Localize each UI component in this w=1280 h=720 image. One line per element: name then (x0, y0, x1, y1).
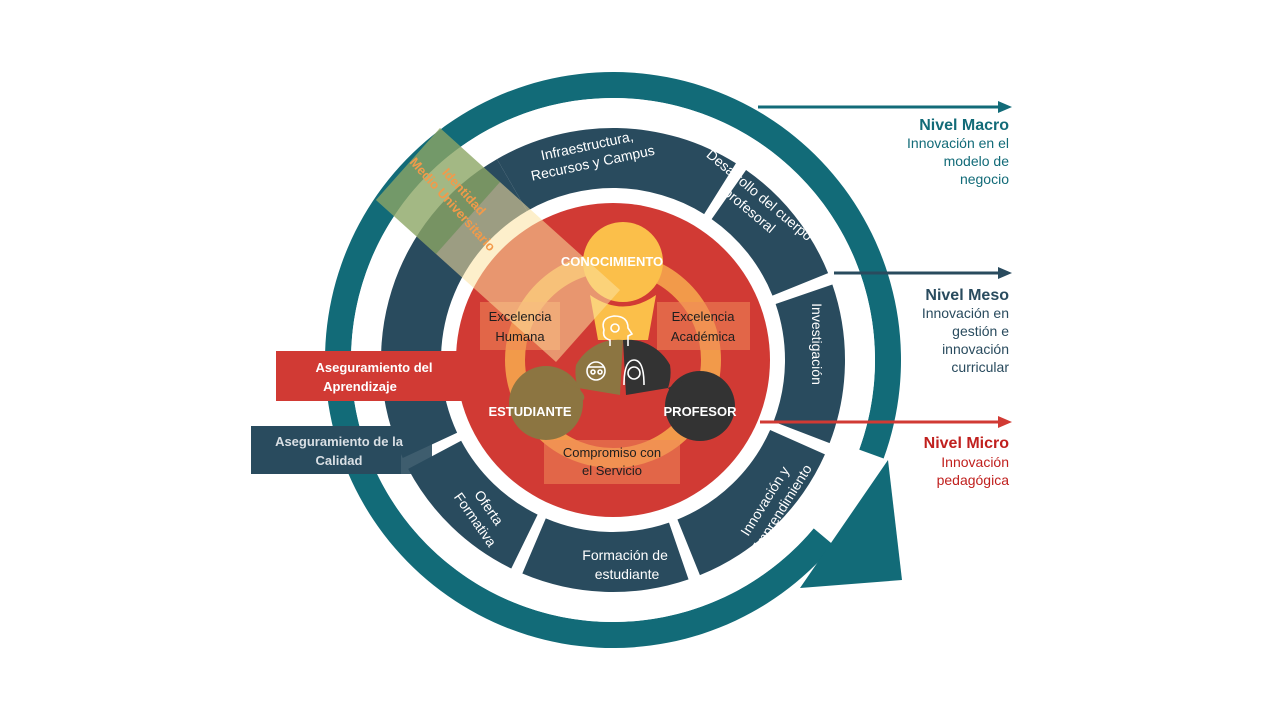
excelencia-academica-line-2: Académica (671, 329, 736, 344)
identidad-band: Identidad Medio Universitario (376, 128, 620, 362)
teacher-icon (623, 359, 645, 386)
nivel-meso-desc-1: Innovación en (922, 305, 1009, 321)
nivel-meso-desc-3: innovación (942, 341, 1009, 357)
seg-innovacion (677, 429, 825, 576)
investigacion-label: Investigación (809, 303, 825, 385)
profesor-label: PROFESOR (664, 404, 738, 419)
nivel-micro-title: Nivel Micro (924, 435, 1010, 452)
compromiso-line-1: Compromiso con (563, 445, 661, 460)
compromiso-box (544, 440, 680, 484)
aprendizaje-line-1: Aseguramiento del (315, 360, 432, 375)
aprendizaje-line-2: Aprendizaje (323, 379, 397, 394)
outer-ring-arrowhead (800, 460, 902, 588)
estudiante-label: ESTUDIANTE (488, 404, 571, 419)
nivel-macro-desc-2: modelo de (944, 153, 1010, 169)
calidad-line-1: Aseguramiento de la (275, 434, 404, 449)
nivel-macro-title: Nivel Macro (919, 117, 1009, 134)
excelencia-academica-box (657, 302, 750, 350)
seg-desarrollo (711, 169, 829, 296)
nivel-micro-desc-2: pedagógica (937, 472, 1010, 488)
head-gear-icon (602, 315, 634, 346)
formacion-line-1: Formación de (582, 547, 668, 563)
excelencia-humana-line-2: Humana (495, 329, 545, 344)
nivel-macro-desc-1: Innovación en el (907, 135, 1009, 151)
excelencia-humana-line-1: Excelencia (489, 309, 553, 324)
formacion-line-2: estudiante (595, 566, 660, 582)
nivel-micro-desc-1: Innovación (941, 454, 1009, 470)
nivel-meso-desc-4: curricular (951, 359, 1009, 375)
nivel-meso-arrow (834, 267, 1012, 279)
nivel-macro-arrow (758, 101, 1012, 113)
aseguramiento-calidad-banner: Aseguramiento de la Calidad (251, 426, 432, 474)
aseguramiento-aprendizaje-banner: Aseguramiento del Aprendizaje (276, 351, 464, 401)
student-icon (586, 361, 606, 381)
seg-investigacion (773, 284, 845, 444)
nivel-micro-arrow (760, 416, 1012, 428)
nivel-macro-desc-3: negocio (960, 171, 1009, 187)
svg-text:Formación de estudiante: Formación de estudiante (582, 547, 671, 582)
excelencia-academica-line-1: Excelencia (672, 309, 736, 324)
seg-oferta (408, 440, 538, 569)
calidad-line-2: Calidad (316, 453, 363, 468)
compromiso-line-2: el Servicio (582, 463, 642, 478)
outer-teal-ring (325, 71, 902, 648)
nivel-meso-desc-2: gestión e (952, 323, 1009, 339)
seg-infraestructura (497, 128, 736, 215)
conocimiento-label: CONOCIMIENTO (561, 254, 663, 269)
seg-formacion (522, 518, 689, 592)
nivel-meso-title: Nivel Meso (925, 287, 1009, 304)
